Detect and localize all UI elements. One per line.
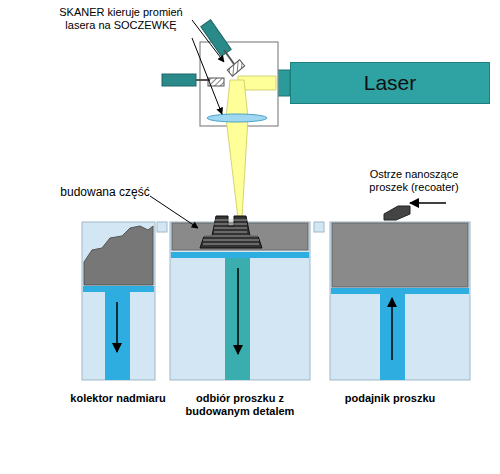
excess-powder (84, 226, 153, 285)
layer-line (214, 224, 247, 225)
feed-chamber (330, 222, 470, 380)
recoater-label: Ostrze nanoszące proszek (recoater) (352, 168, 476, 194)
layer-line (214, 228, 247, 229)
layer-line (203, 236, 259, 237)
layer-line (203, 244, 259, 245)
wall-block (314, 222, 324, 232)
layer-line (214, 220, 247, 221)
part-label: budowana część (58, 186, 152, 199)
layer-line (214, 232, 247, 233)
layer-line (203, 240, 259, 241)
leader-line (192, 20, 224, 62)
galvo-shaft (224, 50, 234, 64)
motion-arrow (391, 298, 393, 360)
leader-line (192, 38, 222, 114)
feed-piston (331, 288, 469, 294)
laser-box: Laser (290, 62, 490, 104)
platform-shaft (225, 258, 250, 380)
motion-arrow (410, 202, 446, 204)
build-platform (171, 252, 309, 258)
feed-shaft (380, 294, 405, 380)
piston-plate (83, 286, 154, 292)
galvo-motor (162, 74, 196, 86)
chamber-label: podajnik proszku (338, 392, 442, 405)
built-part (200, 216, 262, 248)
lens (207, 114, 267, 122)
feed-powder (332, 223, 468, 287)
scanner-mirror (227, 60, 244, 76)
recoater-blade (384, 206, 410, 220)
scanner-housing (200, 42, 278, 126)
scanner-label: SKANER kieruje promień lasera na SOCZEWK… (50, 6, 192, 32)
motion-arrow (237, 268, 239, 354)
part-layers (203, 220, 259, 244)
motion-arrow (116, 302, 118, 352)
chamber-label: kolektor nadmiaru (68, 392, 168, 405)
laser-beam (226, 80, 248, 118)
leader-line (150, 196, 198, 228)
laser-beam (226, 118, 248, 218)
piston-shaft (105, 292, 130, 380)
overflow-chamber (82, 222, 155, 380)
wall-block (157, 222, 167, 232)
node-text: Laser (364, 71, 417, 95)
chamber-label: odbiór proszku z budowanym detalem (168, 392, 312, 418)
